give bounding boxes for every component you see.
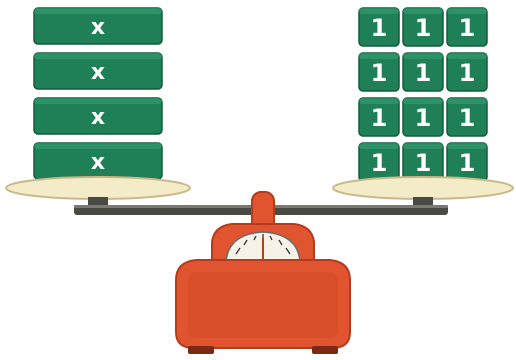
x-tile-label: x (91, 15, 105, 40)
one-tile: 1 (359, 143, 399, 181)
one-tile: 1 (403, 98, 443, 136)
one-tile: 1 (447, 8, 487, 46)
one-tile: 1 (359, 8, 399, 46)
one-tile: 1 (403, 8, 443, 46)
x-tile-label: x (91, 60, 105, 85)
one-tile: 1 (403, 53, 443, 91)
one-tile-label: 1 (371, 59, 388, 87)
x-tile: x (34, 98, 162, 134)
scale-base (176, 192, 350, 354)
x-tile: x (34, 143, 162, 179)
x-tile: x (34, 53, 162, 89)
one-tile: 1 (359, 98, 399, 136)
one-tile: 1 (447, 53, 487, 91)
one-tile-label: 1 (371, 149, 388, 177)
one-tile-label: 1 (415, 104, 432, 132)
left-pan (6, 177, 190, 209)
x-tile: x (34, 8, 162, 44)
one-tile: 1 (359, 53, 399, 91)
right-pan-tiles: 1 1 1 1 1 1 1 1 1 1 1 1 (359, 8, 487, 181)
one-tile-label: 1 (459, 149, 476, 177)
one-tile: 1 (403, 143, 443, 181)
one-tile-label: 1 (415, 149, 432, 177)
one-tile: 1 (447, 98, 487, 136)
one-tile-label: 1 (459, 104, 476, 132)
one-tile-label: 1 (371, 14, 388, 42)
right-pan (333, 177, 513, 209)
one-tile-label: 1 (415, 59, 432, 87)
one-tile-label: 1 (415, 14, 432, 42)
left-pan-tiles: x x x x (34, 8, 162, 179)
one-tile-label: 1 (459, 59, 476, 87)
x-tile-label: x (91, 105, 105, 130)
x-tile-label: x (91, 150, 105, 175)
one-tile-label: 1 (371, 104, 388, 132)
one-tile-label: 1 (459, 14, 476, 42)
one-tile: 1 (447, 143, 487, 181)
